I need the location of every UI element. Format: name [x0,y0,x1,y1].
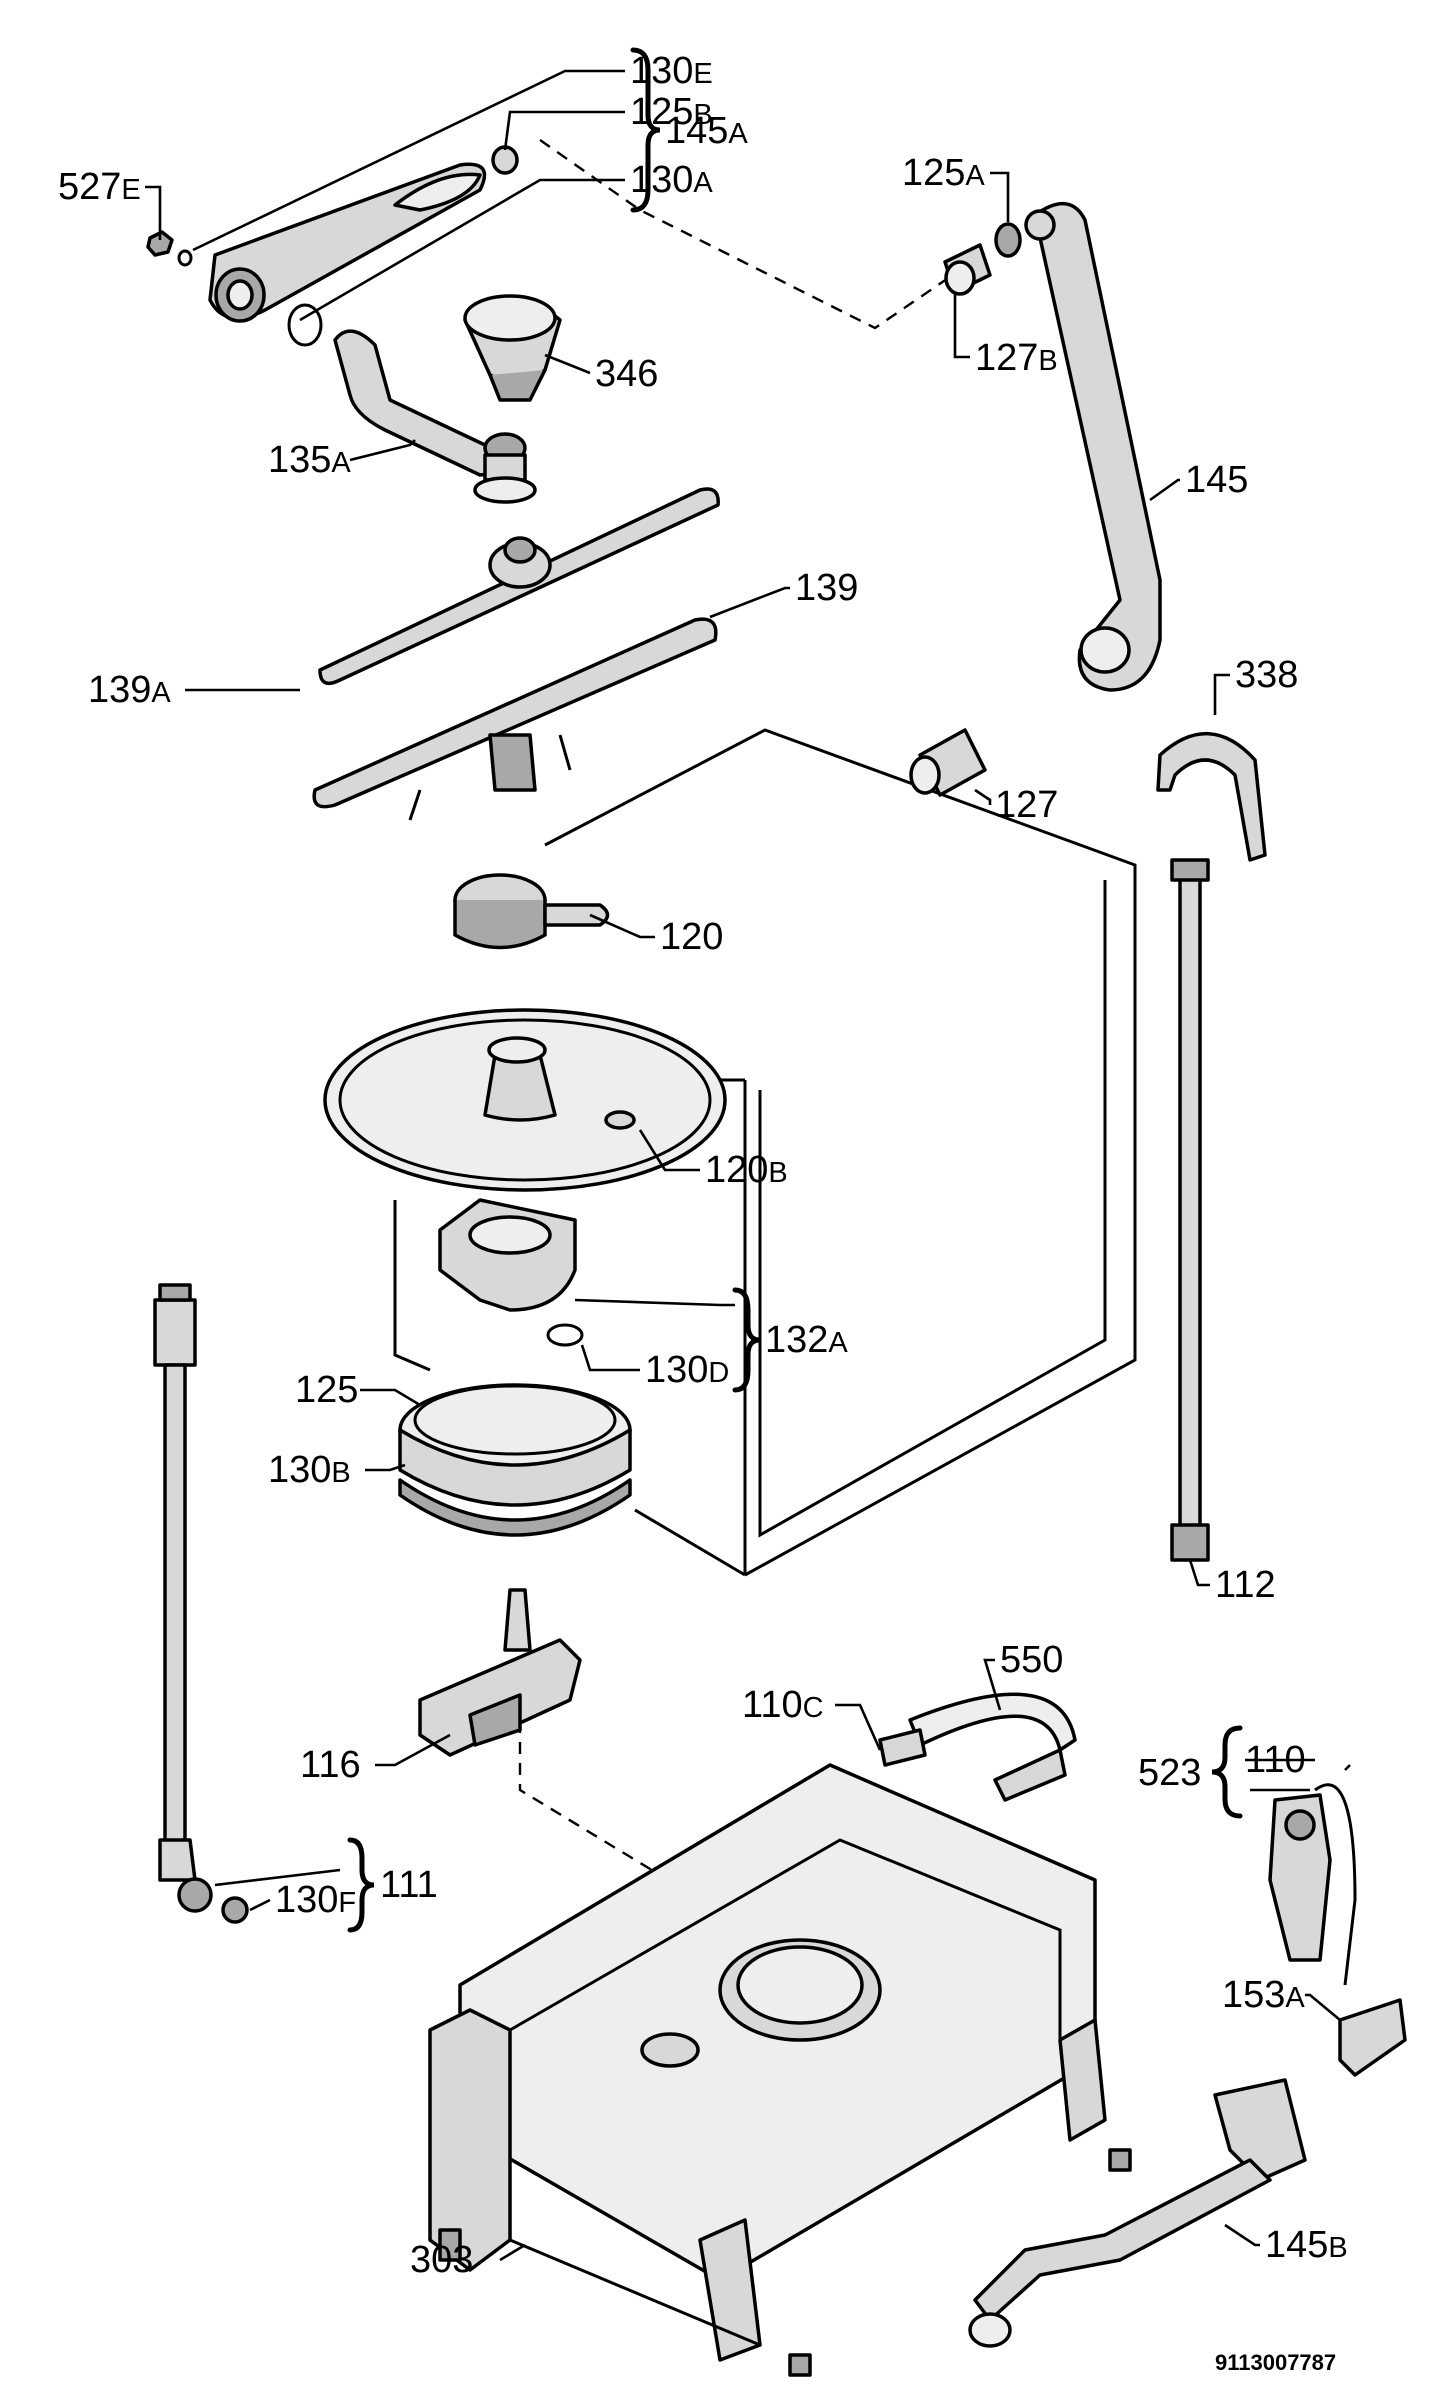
connector-153a [1338,1998,1407,2077]
filter-plate-120b [323,1008,727,1192]
cabinet-outline [393,728,1137,1577]
spray-arm-139a [318,487,720,686]
label-527e: 527E [58,166,141,208]
label-153a: 153A [1222,1974,1305,2016]
label-120: 120 [660,916,723,958]
connector-127 [909,728,987,797]
label-132a: 132A [765,1319,848,1361]
label-120b: 120B [705,1149,788,1191]
label-125a: 125A [902,152,985,194]
label-130e: 130E [630,50,713,92]
seal-125a [994,222,1022,258]
nut-130f [221,1896,249,1924]
leader-lines [145,69,1351,2262]
alignment-dash-upper [539,139,961,330]
spray-arm-cap-346 [463,294,562,402]
label-135a: 135A [268,439,351,481]
hose-550 [908,1692,1077,1802]
hose-112 [1170,858,1210,1562]
label-550: 550 [1000,1639,1063,1681]
label-523: 523 [1138,1752,1201,1794]
label-139: 139 [795,567,858,609]
label-145a: 145A [665,110,748,152]
label-110c: 110C [742,1684,824,1726]
drawing-code: 9113007787 [1215,2350,1336,2375]
filter-120 [453,873,610,950]
label-145b: 145B [1265,2224,1348,2266]
nut-127b [943,243,992,296]
brace-group-523 [1211,1725,1243,1819]
supply-pipe-135a [333,329,537,504]
label-127: 127 [995,784,1058,826]
gasket-130b [398,1478,632,1537]
label-145: 145 [1185,459,1248,501]
brace-group-111 [347,1837,375,1933]
label-130a: 130A [630,159,713,201]
label-130d: 130D [645,1349,729,1391]
cup-132a [438,1198,577,1312]
brace-group-132a [732,1287,761,1393]
pressure-switch-110 [1268,1783,1357,1986]
label-112: 112 [1215,1564,1276,1606]
label-139a: 139A [88,669,171,711]
label-130b: 130B [268,1449,351,1491]
label-127b: 127B [975,337,1058,379]
supply-pipe-145 [1024,201,1162,692]
sensor-110c [878,1728,927,1767]
label-125: 125 [295,1369,358,1411]
spray-arm-139 [312,617,718,821]
label-116: 116 [300,1744,361,1786]
label-111: 111 [380,1864,438,1906]
upper-spray-arm-145a [146,145,519,347]
lower-pipe-145b [968,2078,1307,2348]
part-labels: 130E 125B 145A 130A 527E 125A 127B 346 1… [58,50,1348,2281]
inlet-hose-111 [153,1283,213,1913]
brace-group-145a [630,47,661,213]
clip-338 [1156,732,1267,862]
base-frame-303 [428,1763,1132,2377]
label-125b: 125B [630,91,713,133]
bracket-116 [418,1588,582,1757]
o-ring-130d [546,1323,584,1347]
label-338: 338 [1235,654,1298,696]
label-110: 110 [1245,1739,1306,1781]
label-346: 346 [595,353,658,395]
label-303: 303 [410,2239,473,2281]
sump-ring-125 [398,1383,632,1507]
label-130f: 130F [275,1879,356,1921]
